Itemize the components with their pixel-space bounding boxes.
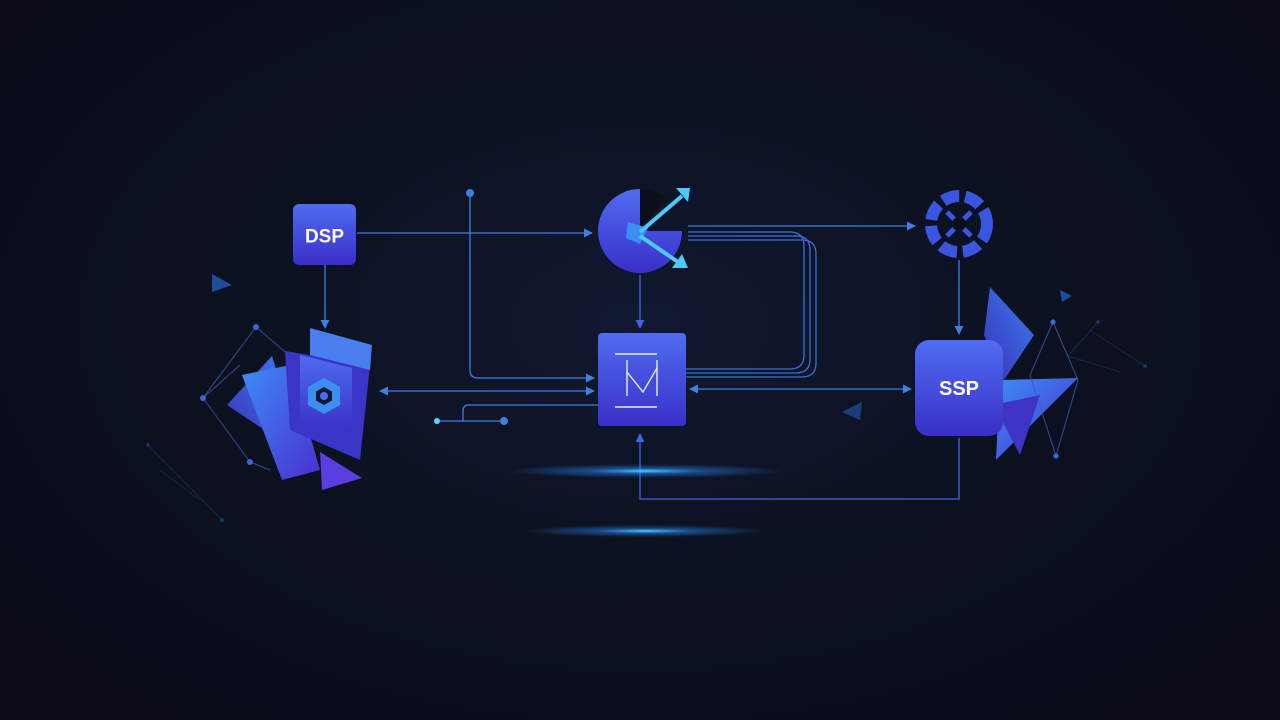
connectors [320, 189, 964, 500]
dsp-node: DSP [293, 204, 356, 265]
glow-lines [505, 464, 785, 537]
dsp-icon [293, 204, 356, 265]
ssp-node: SSP [915, 287, 1079, 460]
connector-loop-1 [686, 231, 805, 370]
ssp-icon [915, 340, 1003, 436]
ssp-label: SSP [939, 378, 979, 400]
small-triangle-left [212, 274, 232, 292]
dsp-label: DSP [305, 227, 344, 248]
segmented-ring-icon [925, 190, 993, 258]
background-network [145, 319, 1148, 523]
small-triangle-right [1060, 290, 1072, 302]
connector-loop-2 [686, 235, 811, 374]
connector-dot-to-hub [469, 197, 595, 383]
bar-chart-frame-icon [598, 333, 686, 426]
left-cluster [200, 274, 372, 490]
glow-dot [434, 418, 440, 424]
platform-hub [598, 333, 686, 426]
connector-loop-3 [686, 239, 817, 378]
hexagon-cube-icon [308, 378, 340, 414]
connector-node-dot [466, 189, 474, 197]
connector-small-branch [440, 404, 598, 422]
target-arrows-icon [598, 188, 690, 273]
small-triangle-middle [842, 402, 862, 420]
